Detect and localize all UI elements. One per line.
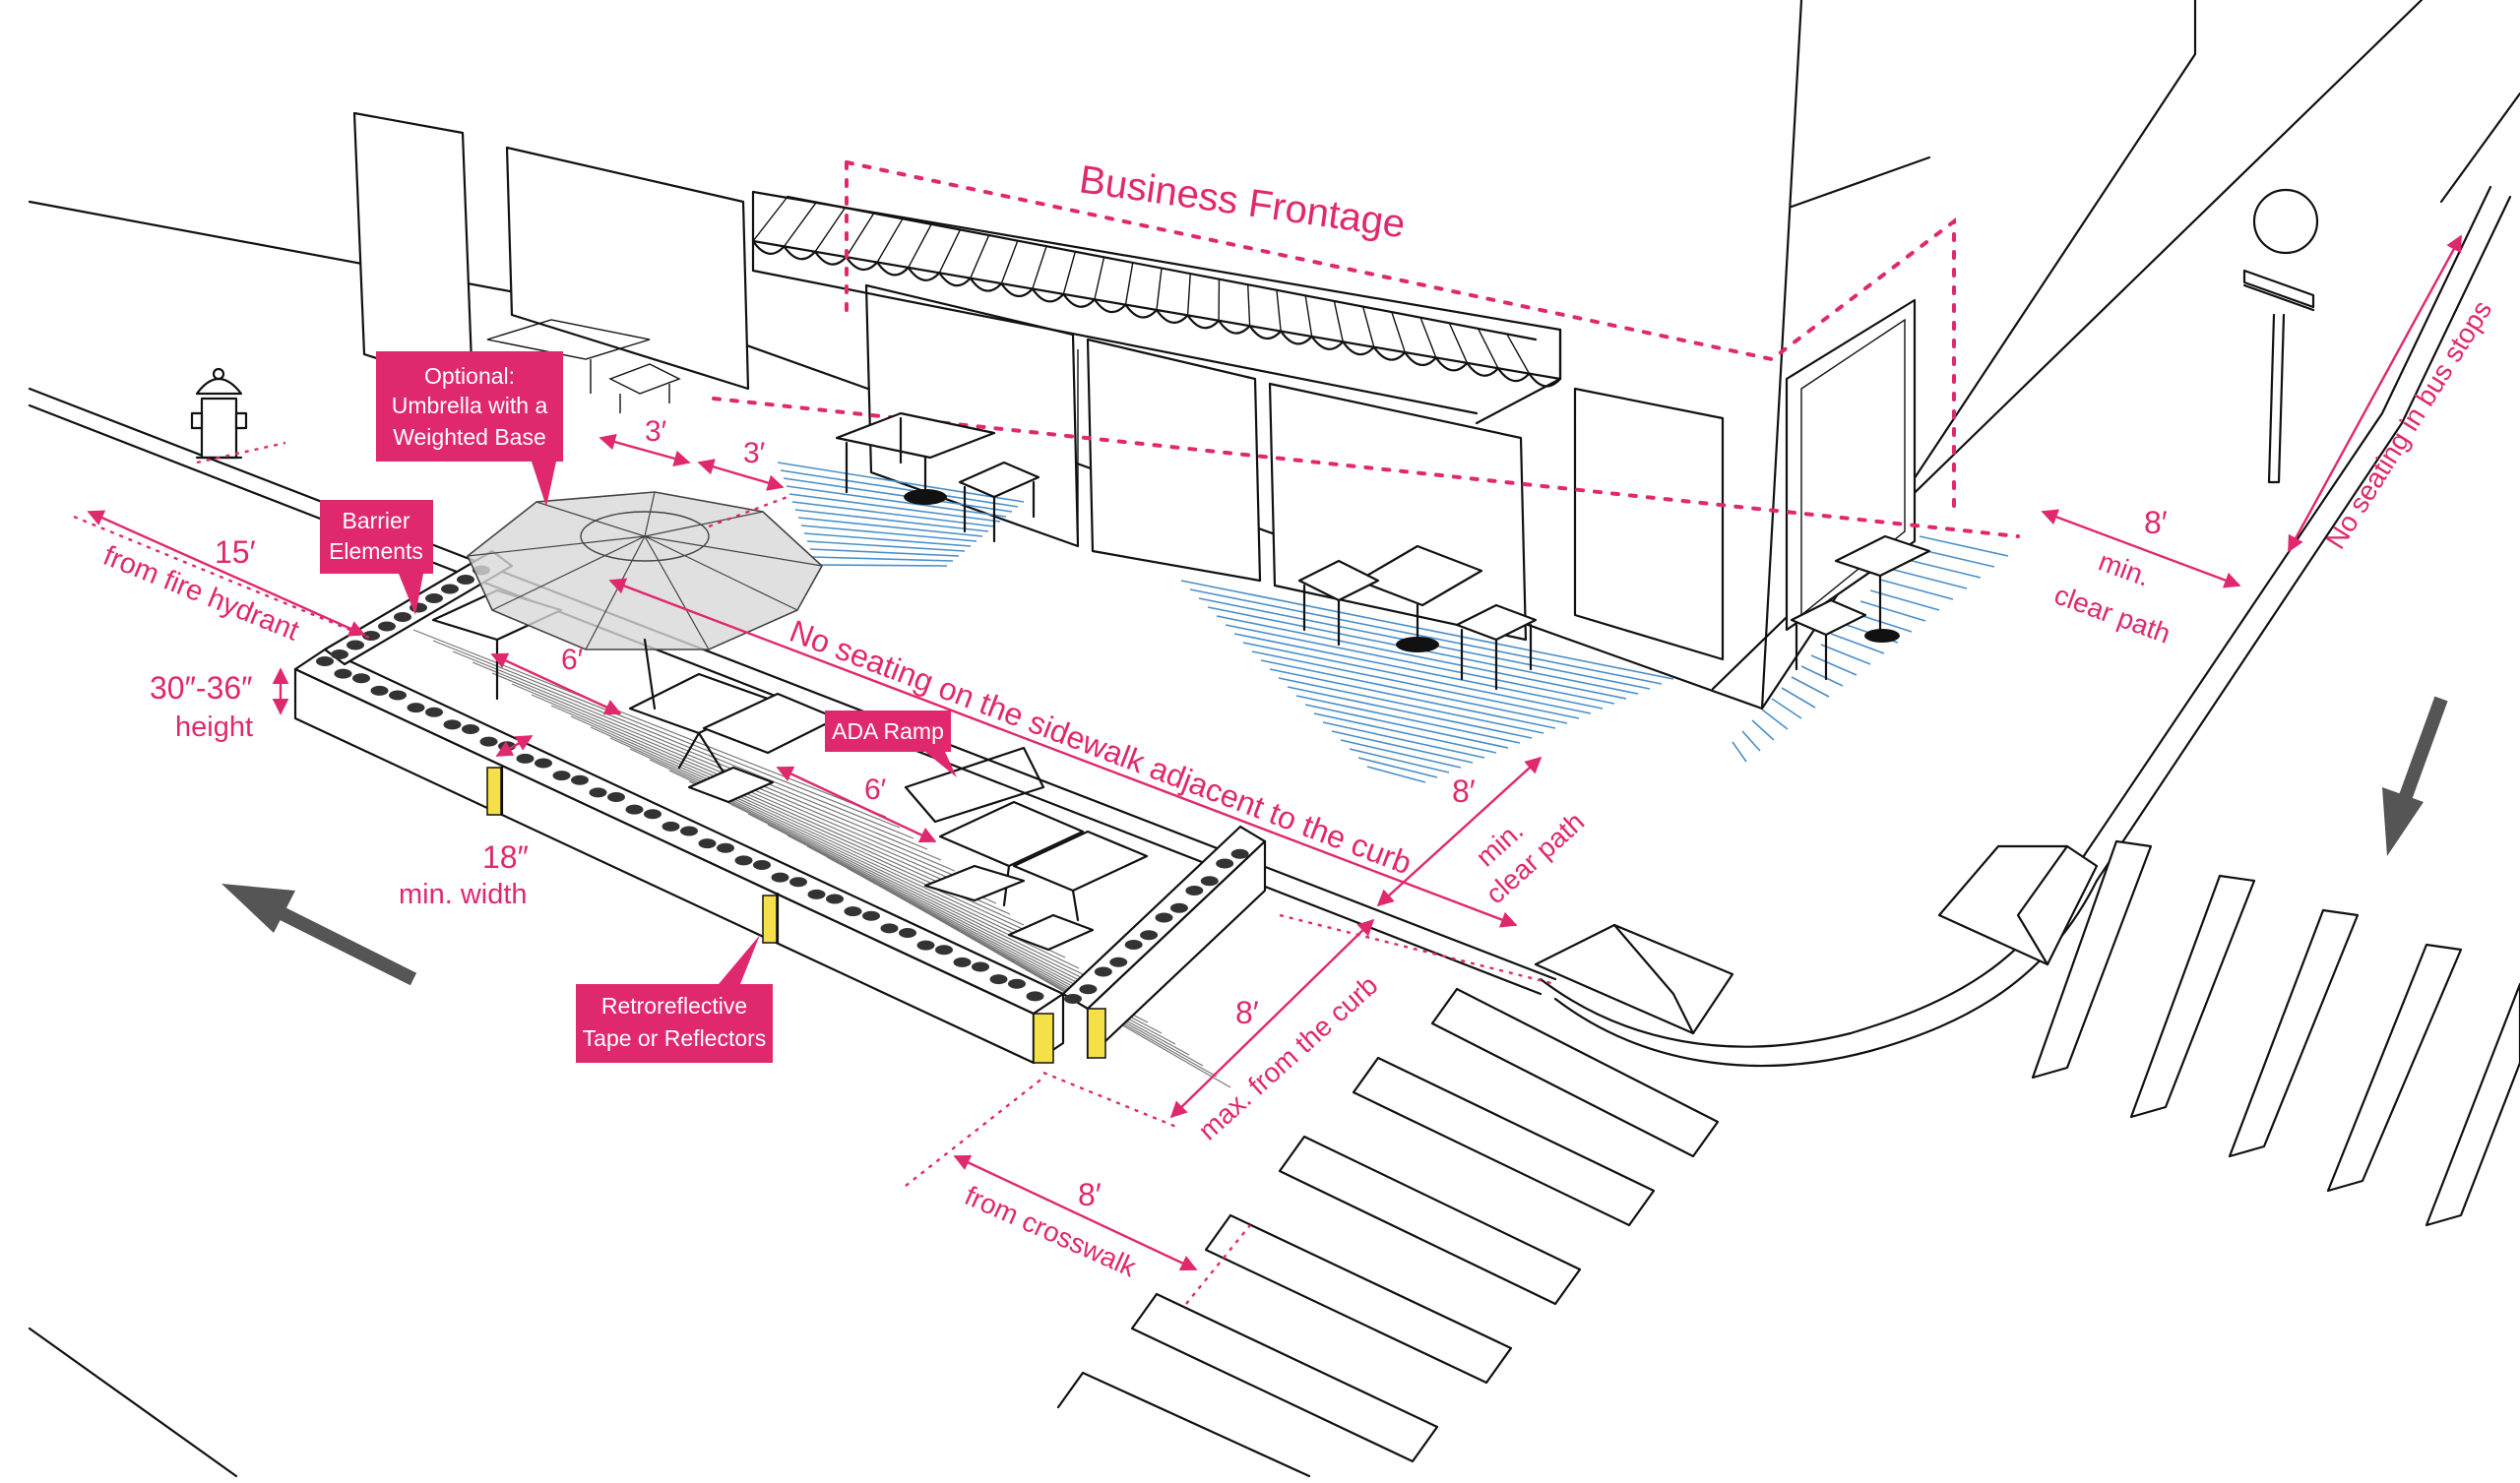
parklet [293, 549, 1267, 1088]
width-dimension-text: min. width [399, 879, 528, 910]
clear-path-value: 8′ [1452, 773, 1476, 809]
sidewalk-table-3 [1790, 534, 1931, 681]
ada-ramp-callout: ADA Ramp [825, 711, 957, 777]
aisle-dimension-a: 6′ [561, 644, 584, 676]
svg-text:Optional:: Optional: [424, 363, 515, 389]
svg-text:Umbrella with a: Umbrella with a [392, 393, 548, 418]
sidewalk-table-1 [835, 411, 1040, 543]
seating-hatch-corner [1732, 535, 2009, 763]
bus-stop-sign-icon [2242, 188, 2319, 484]
traffic-direction-arrow-icon [2382, 696, 2448, 856]
hydrant-dimension-value: 15′ [215, 534, 256, 570]
gap-dimension-b: 3′ [743, 437, 766, 469]
svg-text:Elements: Elements [329, 538, 423, 564]
crosswalk-right [2031, 839, 2520, 1227]
gap-dimension-a: 3′ [645, 415, 667, 448]
curb-dimension-value: 8′ [1235, 995, 1259, 1030]
svg-text:Barrier: Barrier [342, 508, 410, 533]
traffic-direction-arrow-icon [221, 884, 417, 986]
retroreflective-callout: Retroreflective Tape or Reflectors [576, 935, 773, 1063]
corner-clear-line2: clear path [2050, 580, 2174, 649]
barrier-callout: Barrier Elements [320, 500, 433, 615]
crosswalk-dimension-value: 8′ [1078, 1177, 1102, 1212]
crosswalk-bottom [1056, 987, 1720, 1478]
background-table [486, 319, 681, 413]
curb-ramp-left [1534, 923, 1734, 1035]
no-seating-bus-text: No seating in bus stops [2320, 295, 2498, 554]
height-dimension-value: 30″-36″ [150, 670, 253, 706]
height-dimension-text: height [175, 711, 253, 743]
curb-ramp-right [1937, 844, 2099, 966]
fire-hydrant-icon [190, 367, 248, 460]
aisle-dimension-b: 6′ [864, 773, 887, 806]
svg-text:ADA Ramp: ADA Ramp [832, 718, 944, 744]
curb-dimension-text: max. from the curb [1192, 969, 1383, 1145]
seating-hatch-front [777, 462, 1025, 567]
svg-text:Weighted Base: Weighted Base [393, 424, 546, 450]
svg-text:Tape or Reflectors: Tape or Reflectors [583, 1025, 767, 1051]
business-frontage-label: Business Frontage [1077, 157, 1408, 246]
corner-clear-value: 8′ [2144, 505, 2168, 540]
awning [751, 190, 1562, 425]
width-dimension-value: 18″ [482, 839, 529, 875]
svg-text:Retroreflective: Retroreflective [601, 993, 747, 1019]
corner-clear-line1: min. [2095, 546, 2154, 592]
umbrella-callout: Optional: Umbrella with a Weighted Base [376, 351, 563, 507]
dimension-lines [73, 234, 2463, 1305]
